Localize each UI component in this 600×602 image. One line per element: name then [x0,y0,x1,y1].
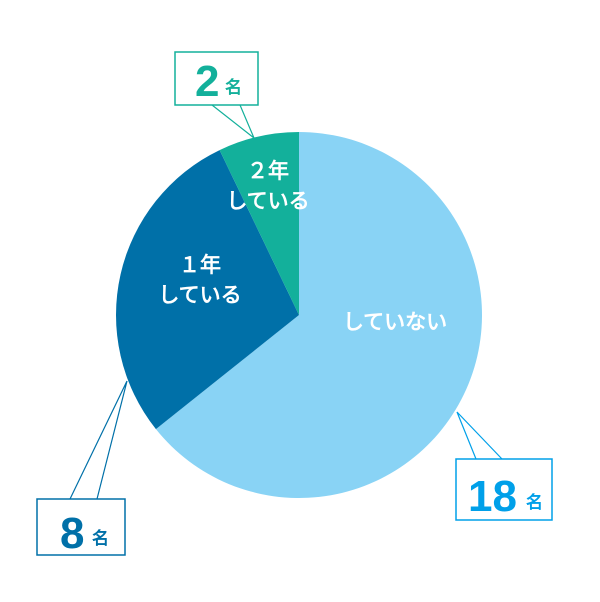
callout-line [211,104,255,139]
count-value: 8 [60,509,84,558]
callout-line [69,380,128,500]
pie-slice [219,132,299,315]
count-unit: 名 [225,77,242,98]
slice-label: している [158,283,241,307]
callout-box [455,458,553,521]
slice-label: していない [343,310,447,334]
callout-box [36,498,126,556]
slice-label: ２年 [247,159,289,183]
slice-label: １年 [179,253,221,277]
callout-line [456,411,503,460]
count-value: 18 [468,472,517,521]
count-value: 2 [195,57,219,106]
pie-slice [155,132,483,498]
callout-box [174,51,259,106]
count-unit: 名 [92,528,109,549]
pie-slice [116,150,300,430]
slice-label: している [226,189,309,213]
count-unit: 名 [526,492,543,513]
